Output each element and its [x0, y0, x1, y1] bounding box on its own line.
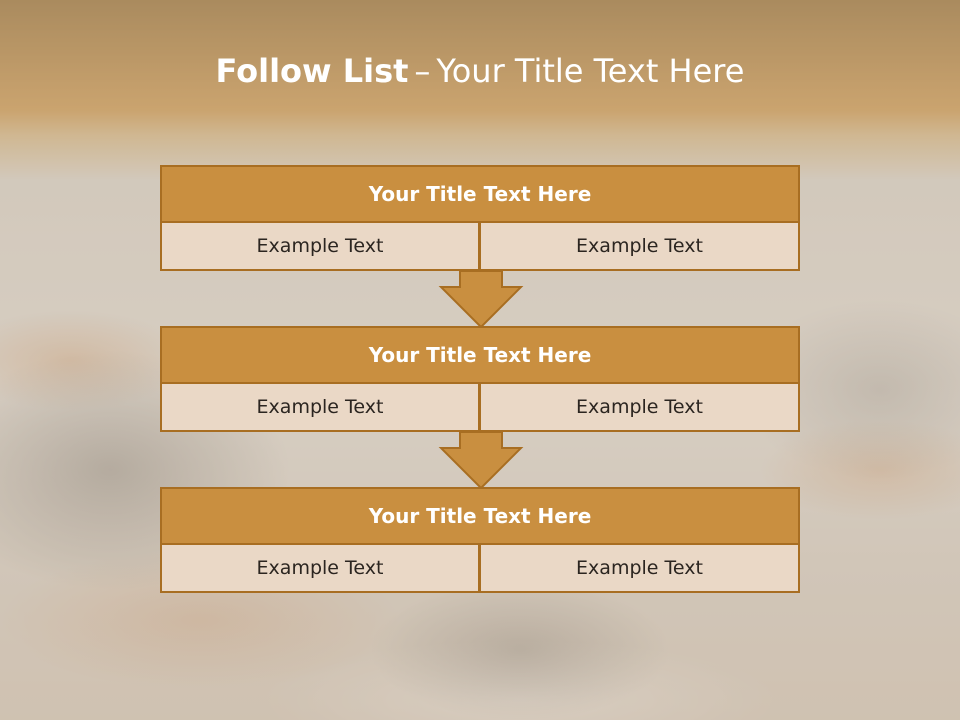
block-cell-right: Example Text: [479, 382, 800, 432]
block-cell-right: Example Text: [479, 221, 800, 271]
block-heading: Your Title Text Here: [160, 326, 800, 384]
title-bold: Follow List: [215, 52, 409, 90]
down-arrow-icon: [438, 431, 524, 489]
block-heading: Your Title Text Here: [160, 487, 800, 545]
block-heading: Your Title Text Here: [160, 165, 800, 223]
list-block-2: Your Title Text Here Example Text Exampl…: [160, 326, 800, 432]
block-cell-left: Example Text: [160, 382, 480, 432]
slide-title: Follow List–Your Title Text Here: [0, 52, 960, 102]
title-separator: –: [414, 52, 431, 90]
list-block-1: Your Title Text Here Example Text Exampl…: [160, 165, 800, 271]
title-rest: Your Title Text Here: [436, 52, 745, 90]
down-arrow-icon: [438, 270, 524, 328]
block-cell-left: Example Text: [160, 543, 480, 593]
block-cell-right: Example Text: [479, 543, 800, 593]
block-cell-left: Example Text: [160, 221, 480, 271]
list-block-3: Your Title Text Here Example Text Exampl…: [160, 487, 800, 593]
